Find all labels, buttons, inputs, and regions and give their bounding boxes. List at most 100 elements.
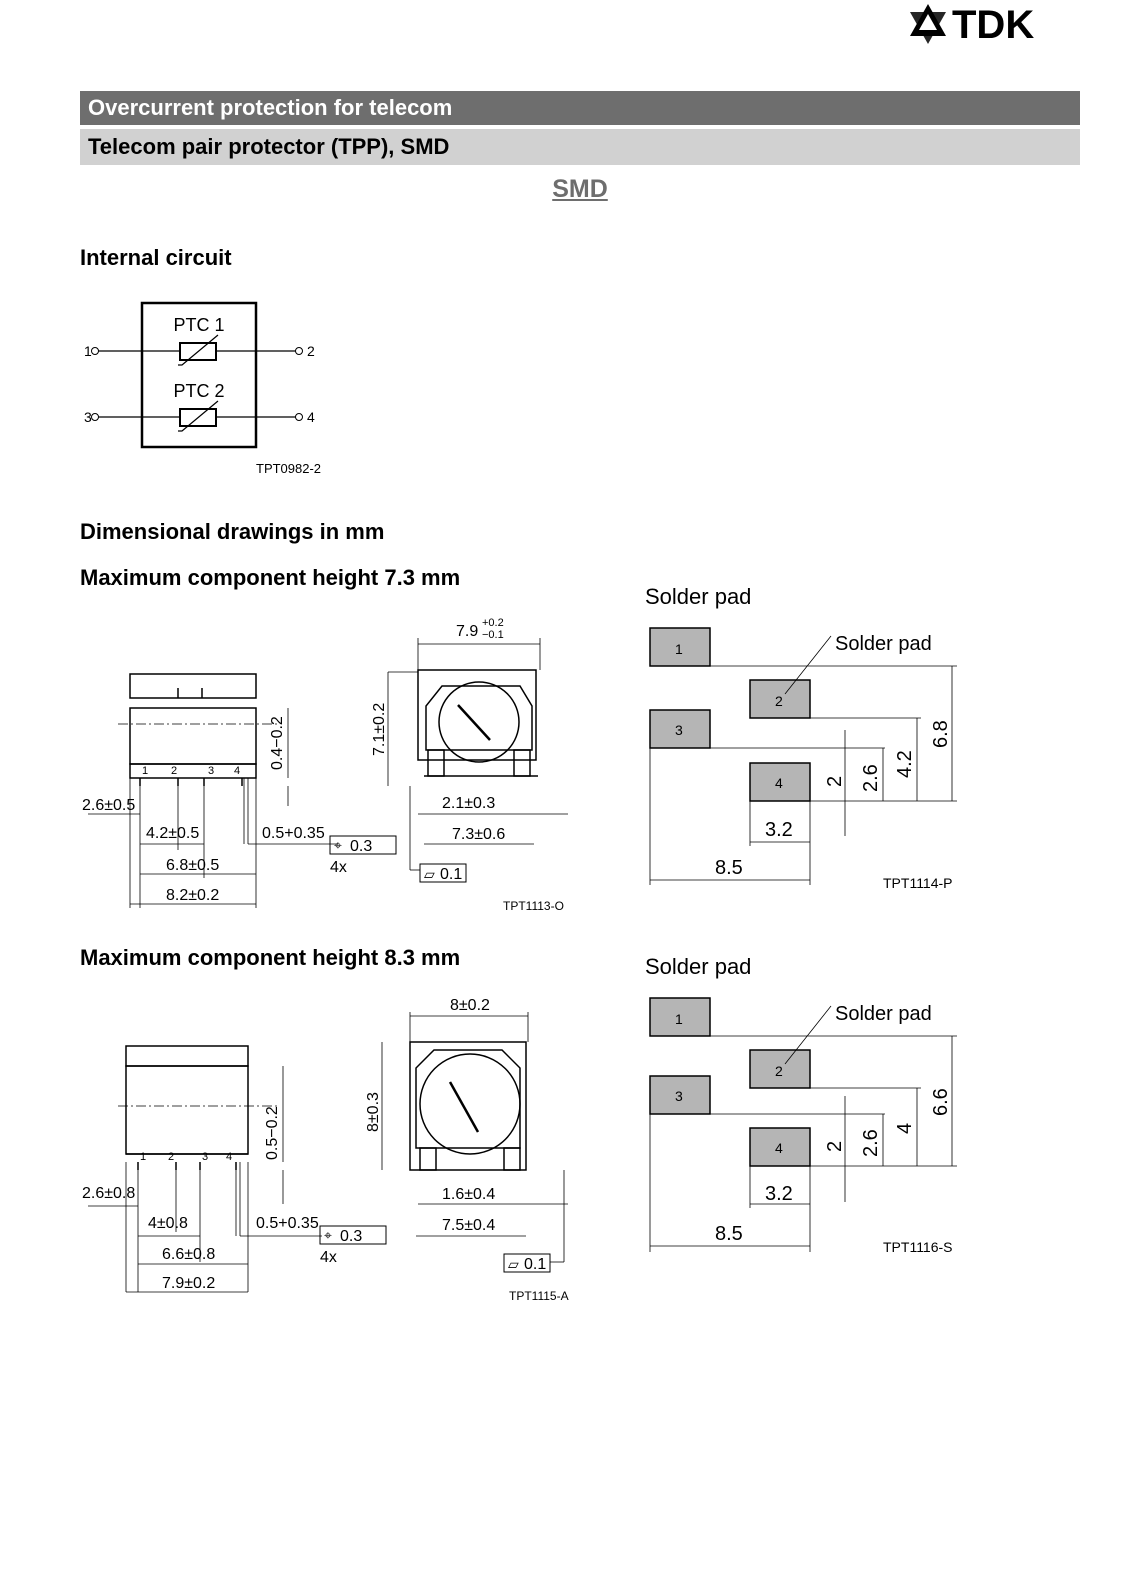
d2-offset: 2.6±0.8 <box>82 1185 135 1202</box>
ptc2-label: PTC 2 <box>173 381 224 401</box>
ptc2-resistor-icon <box>178 400 219 432</box>
d1-lead-2: 2 <box>171 765 177 777</box>
ptc1-label: PTC 1 <box>173 315 224 335</box>
d2-side-b: 7.5±0.4 <box>442 1217 495 1234</box>
d1-side-b: 7.3±0.6 <box>452 826 505 843</box>
dimensional-heading: Dimensional drawings in mm <box>80 519 385 544</box>
internal-circuit-diagram: PTC 1 PTC 2 1 2 3 4 TPT0982-2 <box>84 301 321 476</box>
d2-pitch1: 4±0.8 <box>148 1215 188 1232</box>
d2-lead: 0.5+0.35 <box>256 1215 319 1232</box>
pad1-v42: 4.2 <box>894 750 916 778</box>
dimension-drawing-83: 8±0.2 8±0.3 0.5−0.2 2.6±0.8 4±0.8 6.6±0.… <box>82 997 569 1302</box>
pad-3 <box>649 709 711 749</box>
pad2-v4: 4 <box>894 1123 916 1134</box>
pad1-h32: 3.2 <box>765 819 793 841</box>
d2-flatness-symbol-icon: ▱ <box>508 1256 519 1272</box>
height-73-heading: Maximum component height 7.3 mm <box>80 565 461 590</box>
pad1-h85: 8.5 <box>715 857 743 879</box>
pad2-label-1: 1 <box>675 1011 683 1027</box>
pin-4-terminal <box>295 413 303 421</box>
pad2-v26: 2.6 <box>860 1129 882 1157</box>
pad1-v2: 2 <box>824 776 846 787</box>
pad2-label-2: 2 <box>775 1063 783 1079</box>
pad-2 <box>749 679 811 719</box>
pad2-label-3: 3 <box>675 1088 683 1104</box>
solder-pad-drawing-1: 1 2 3 4 Solder pad 2 2.6 4.2 6.8 3.2 8.5… <box>649 627 957 891</box>
d1-pitch1: 4.2±0.5 <box>146 825 199 842</box>
solder-pad-heading-1: Solder pad <box>645 584 752 609</box>
pad1-v68: 6.8 <box>930 720 952 748</box>
d2-pitch2: 6.6±0.8 <box>162 1246 215 1263</box>
product-bar: Telecom pair protector (TPP), SMD <box>80 129 1080 165</box>
d1-code: TPT1113-O <box>503 899 564 913</box>
d2-position-symbol-icon: ⌖ <box>324 1227 332 1243</box>
pad1-label-4: 4 <box>775 775 783 791</box>
tdk-wordmark: TDK <box>952 3 1034 47</box>
pad1-label-2: 2 <box>775 693 783 709</box>
pin-1-label: 1 <box>84 343 92 359</box>
ptc1-resistor-icon <box>178 334 219 366</box>
pin-4-label: 4 <box>307 409 315 425</box>
d2-side-a: 1.6±0.4 <box>442 1186 495 1203</box>
tdk-triangle-icon <box>910 4 946 44</box>
d1-length: 8.2±0.2 <box>166 887 219 904</box>
d1-pitch2: 6.8±0.5 <box>166 857 219 874</box>
d2-lead-1: 1 <box>140 1151 146 1163</box>
pad2-callout: Solder pad <box>835 1003 932 1025</box>
d1-position-symbol-icon: ⌖ <box>334 837 342 853</box>
d1-width-tol-plus: +0.2 <box>482 617 504 629</box>
pad1-label-3: 3 <box>675 722 683 738</box>
d2-lead-2: 2 <box>168 1151 174 1163</box>
pad1-label-1: 1 <box>675 641 683 657</box>
d2-lead-4: 4 <box>226 1151 232 1163</box>
pad2-v66: 6.6 <box>930 1088 952 1116</box>
d2-count: 4x <box>320 1249 337 1266</box>
pad1-code: TPT1114-P <box>883 875 953 891</box>
d2-code: TPT1115-A <box>509 1289 569 1302</box>
variant-link[interactable]: SMD <box>552 175 608 203</box>
dimension-drawing-73: 7.9 +0.2 −0.1 7.1±0.2 0.4−0.2 2.6±0.5 4.… <box>82 617 568 913</box>
d1-position-tol: 0.3 <box>350 838 372 855</box>
pad2-h32: 3.2 <box>765 1183 793 1205</box>
d1-offset: 2.6±0.5 <box>82 797 135 814</box>
pad-2 <box>749 1049 811 1089</box>
pad2-code: TPT1116-S <box>883 1239 953 1255</box>
internal-circuit-heading: Internal circuit <box>80 245 232 270</box>
d2-width-top: 8±0.2 <box>450 997 490 1014</box>
d1-width-tol-minus: −0.1 <box>482 629 504 641</box>
pin-2-label: 2 <box>307 343 315 359</box>
d1-lead-1: 1 <box>142 765 148 777</box>
pad-1 <box>649 997 711 1037</box>
d1-lead-3: 3 <box>208 765 214 777</box>
circuit-code: TPT0982-2 <box>256 461 321 476</box>
pad1-callout: Solder pad <box>835 633 932 655</box>
solder-pad-drawing-2: 1 2 3 4 Solder pad 2 2.6 4 6.6 3.2 8.5 T… <box>649 997 957 1255</box>
d1-flatness: 0.1 <box>440 866 462 883</box>
d1-width-top: 7.9 <box>456 623 478 640</box>
pad-4 <box>749 1127 811 1167</box>
category-bar: Overcurrent protection for telecom <box>80 91 1080 125</box>
pad1-v26: 2.6 <box>860 764 882 792</box>
solder-pad-heading-2: Solder pad <box>645 954 752 979</box>
d2-position-tol: 0.3 <box>340 1228 362 1245</box>
pad2-h85: 8.5 <box>715 1223 743 1245</box>
pad2-label-4: 4 <box>775 1140 783 1156</box>
d2-flatness: 0.1 <box>524 1256 546 1273</box>
pin-2-terminal <box>295 347 303 355</box>
pad-1 <box>649 627 711 667</box>
d1-lead-4: 4 <box>234 765 240 777</box>
d2-height: 8±0.3 <box>365 1092 382 1132</box>
pad2-v2: 2 <box>824 1141 846 1152</box>
d1-side-a: 2.1±0.3 <box>442 795 495 812</box>
d2-lead-3: 3 <box>202 1151 208 1163</box>
d2-lead-height: 0.5−0.2 <box>264 1106 281 1160</box>
pin-3-label: 3 <box>84 409 92 425</box>
pad-3 <box>649 1075 711 1115</box>
d1-count: 4x <box>330 859 347 876</box>
d1-flatness-symbol-icon: ▱ <box>424 866 435 882</box>
d2-length: 7.9±0.2 <box>162 1275 215 1292</box>
pad-4 <box>749 762 811 802</box>
d1-height: 7.1±0.2 <box>371 703 388 756</box>
pin-1-terminal <box>91 347 99 355</box>
height-83-heading: Maximum component height 8.3 mm <box>80 945 461 970</box>
